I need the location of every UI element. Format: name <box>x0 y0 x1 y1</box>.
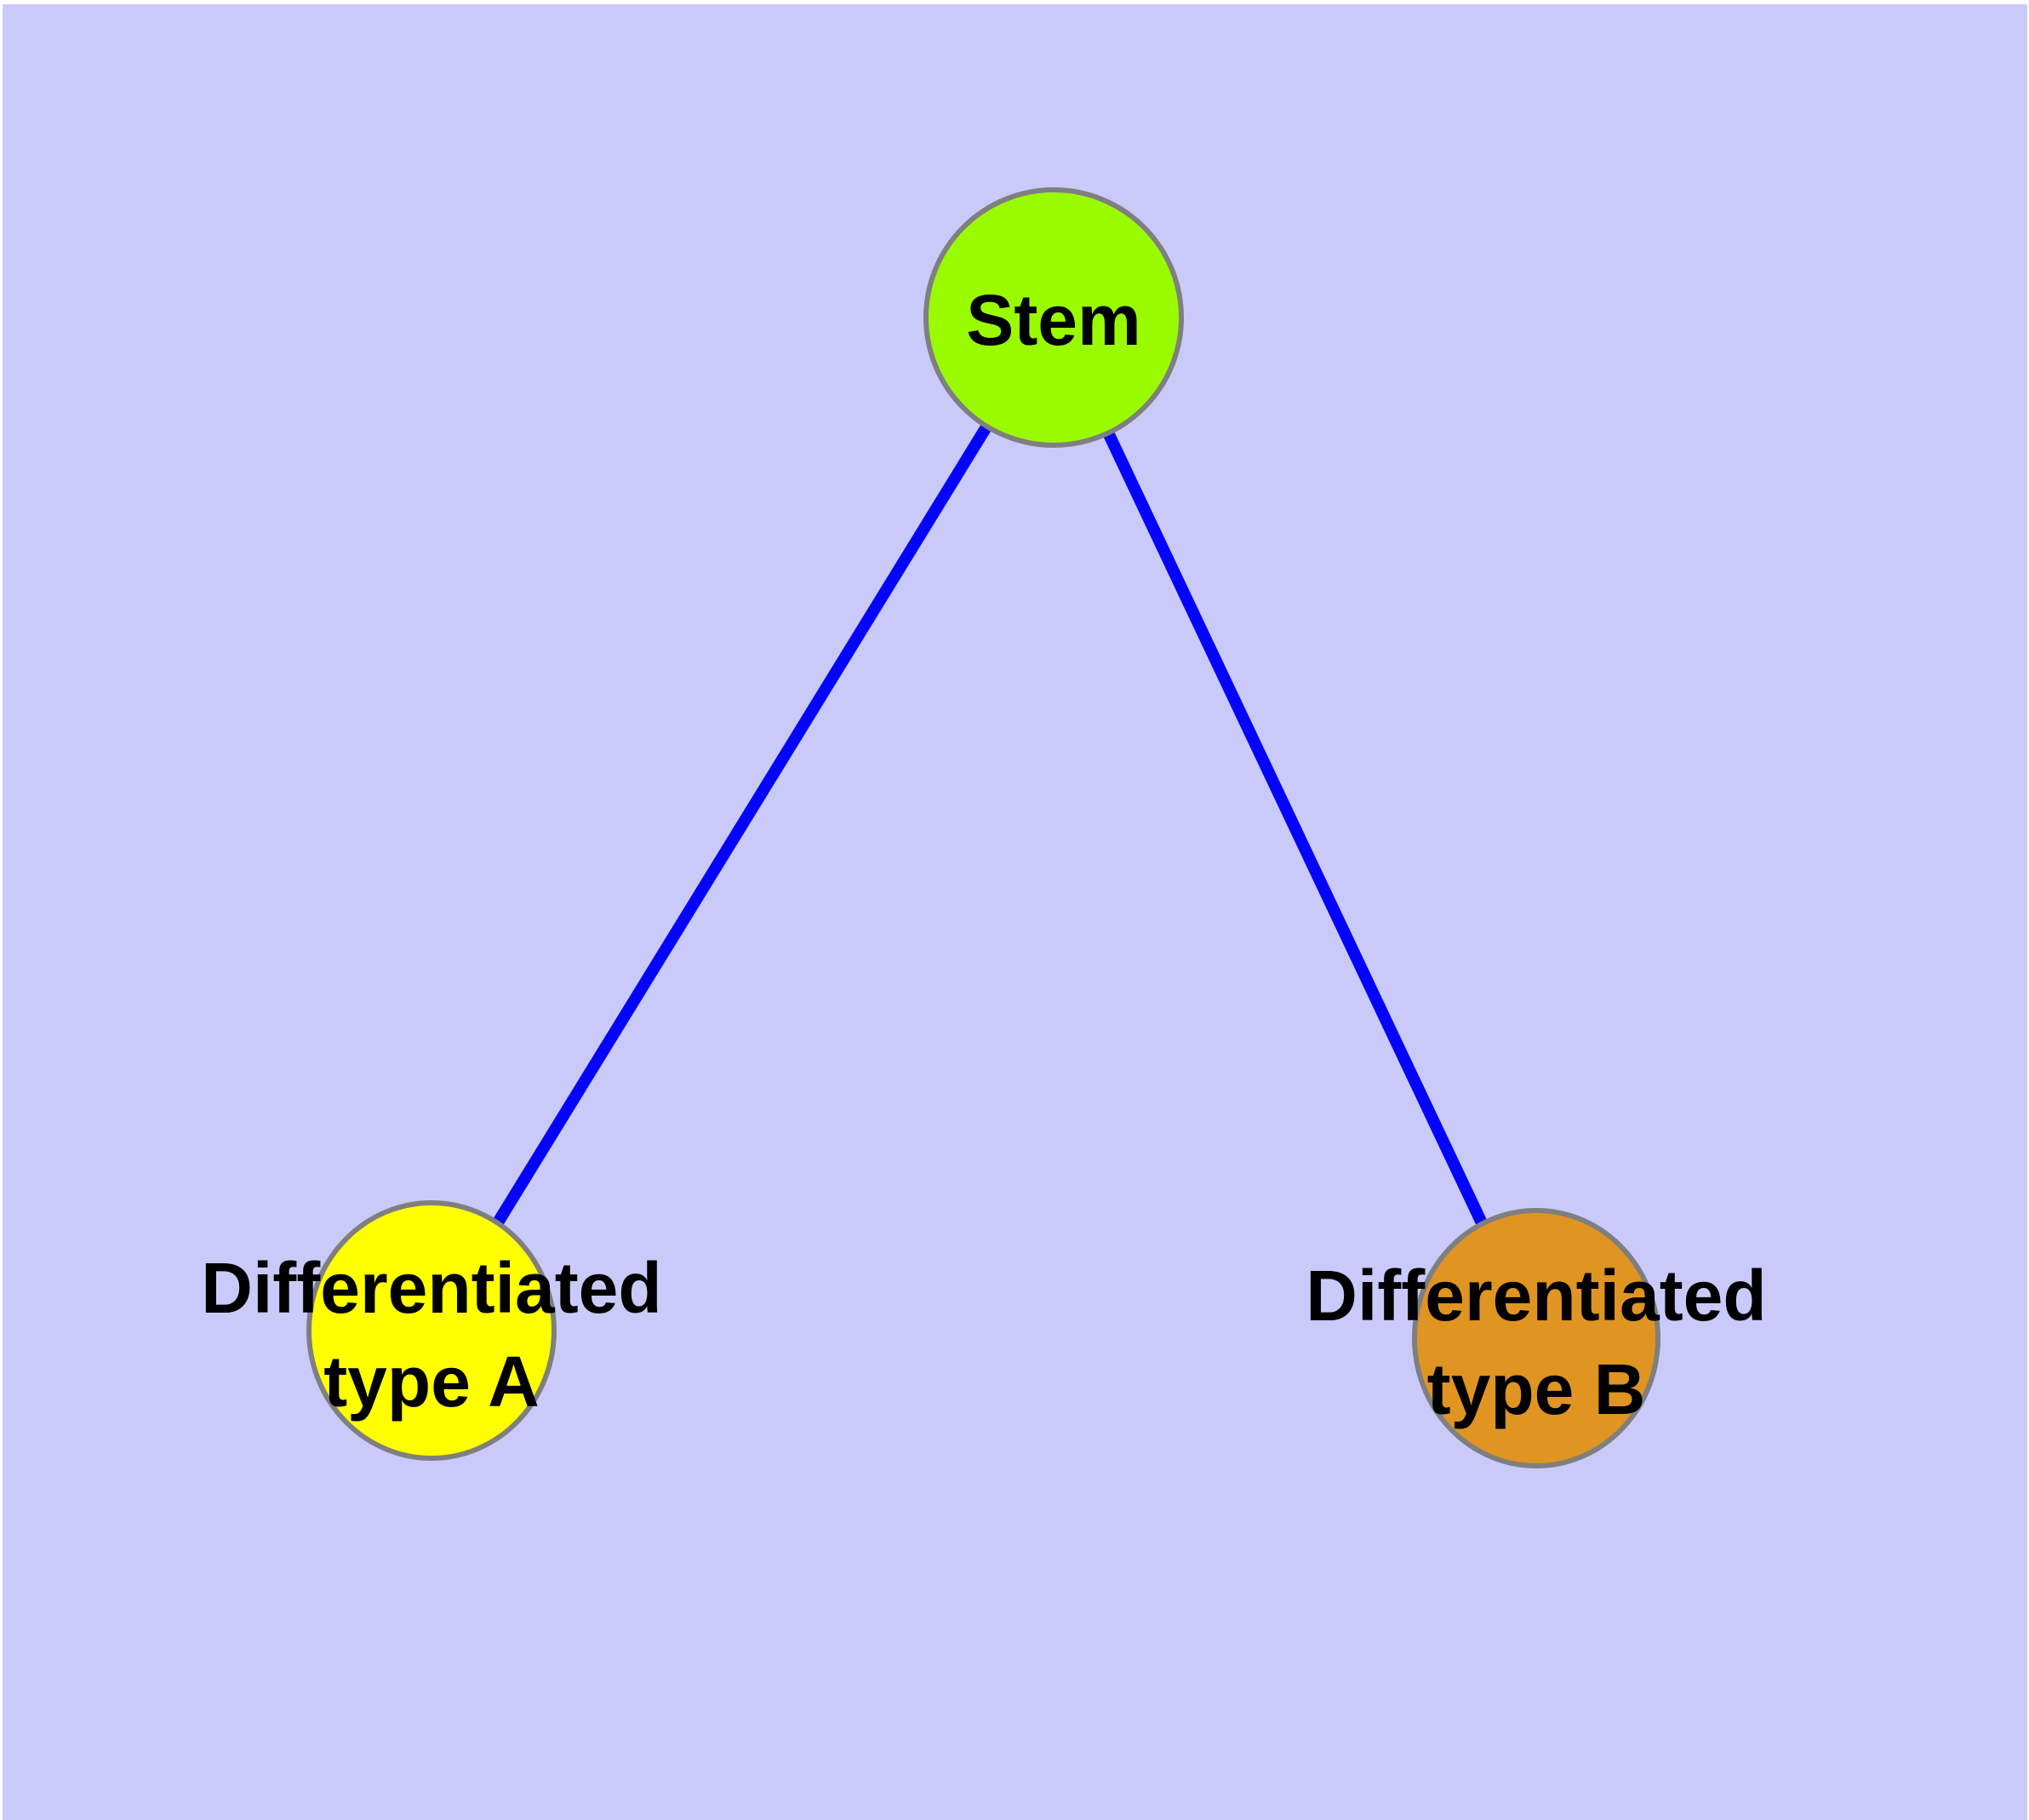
node-differentiated-type-b: Differentiated type B <box>1306 1208 1767 1468</box>
node-stem: Stem <box>923 187 1184 448</box>
type-a-node-label-line1: Differentiated <box>201 1248 661 1328</box>
stem-node-circle <box>923 187 1184 448</box>
type-b-node-label-line1: Differentiated <box>1306 1256 1766 1336</box>
type-b-node-label-line2: type B <box>1427 1349 1646 1429</box>
edge-stem-to-type-b <box>1048 315 1542 1341</box>
type-a-node-label-line2: type A <box>323 1342 540 1422</box>
stem-node-label: Stem <box>966 280 1140 360</box>
type-a-node-circle <box>306 1200 557 1461</box>
edge-stem-to-type-a <box>426 314 1059 1334</box>
type-b-node-circle <box>1412 1208 1660 1468</box>
node-differentiated-type-a: Differentiated type A <box>201 1200 662 1461</box>
